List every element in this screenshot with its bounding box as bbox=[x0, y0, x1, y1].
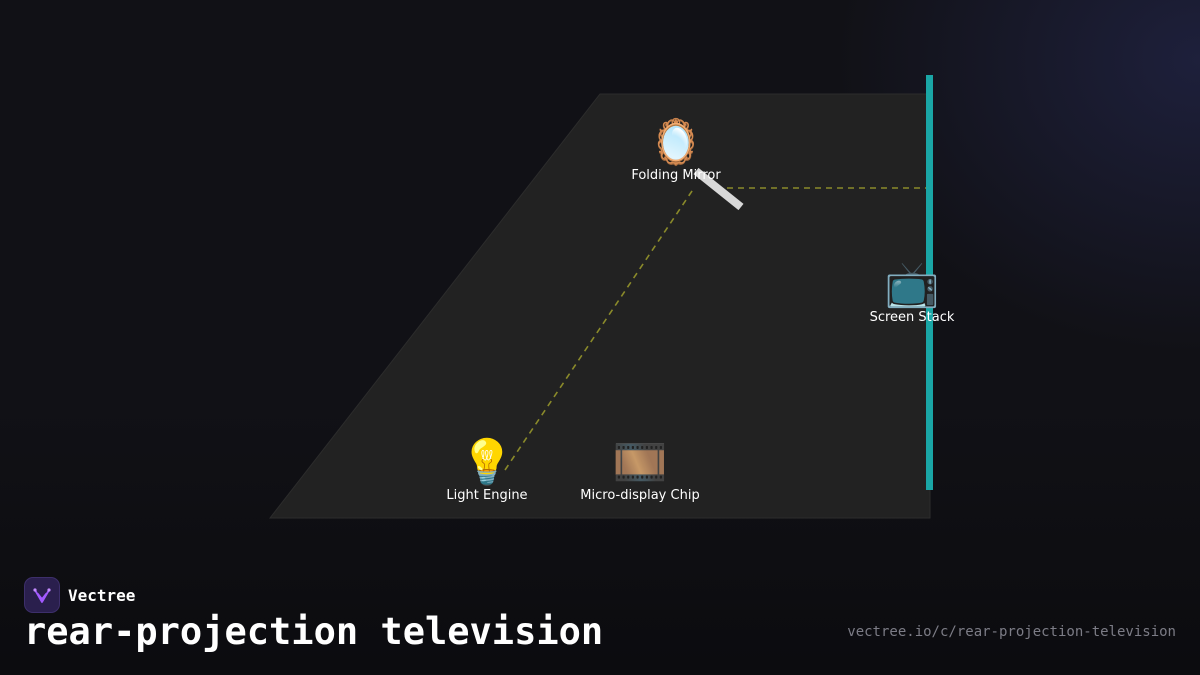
light-engine: 💡 Light Engine bbox=[432, 437, 542, 504]
screen-panel bbox=[926, 75, 933, 490]
light-engine-label: Light Engine bbox=[446, 488, 528, 503]
light-path-engine-to-mirror bbox=[504, 187, 695, 471]
micro-display-chip: 🎞️ Micro-display Chip bbox=[578, 437, 702, 504]
light-bulb-icon: 💡 bbox=[459, 437, 515, 488]
film-frames-icon: 🎞️ bbox=[612, 437, 668, 488]
vectree-logo-icon bbox=[24, 577, 60, 613]
folding-mirror: 🪞 Folding Mirror bbox=[620, 117, 732, 184]
folding-mirror-label: Folding Mirror bbox=[631, 168, 721, 183]
screen-stack: 📺 Screen Stack bbox=[862, 259, 962, 326]
television-icon: 📺 bbox=[884, 259, 940, 310]
micro-display-chip-label: Micro-display Chip bbox=[580, 488, 700, 503]
page-url[interactable]: vectree.io/c/rear-projection-television bbox=[847, 624, 1176, 640]
page-title: rear-projection television bbox=[24, 610, 604, 653]
cabinet-body bbox=[268, 93, 931, 519]
screen-stack-label: Screen Stack bbox=[869, 310, 955, 325]
brand: Vectree bbox=[24, 577, 135, 613]
mirror-icon: 🪞 bbox=[648, 117, 704, 168]
folding-mirror-plate bbox=[693, 167, 744, 211]
brand-name: Vectree bbox=[68, 585, 136, 605]
